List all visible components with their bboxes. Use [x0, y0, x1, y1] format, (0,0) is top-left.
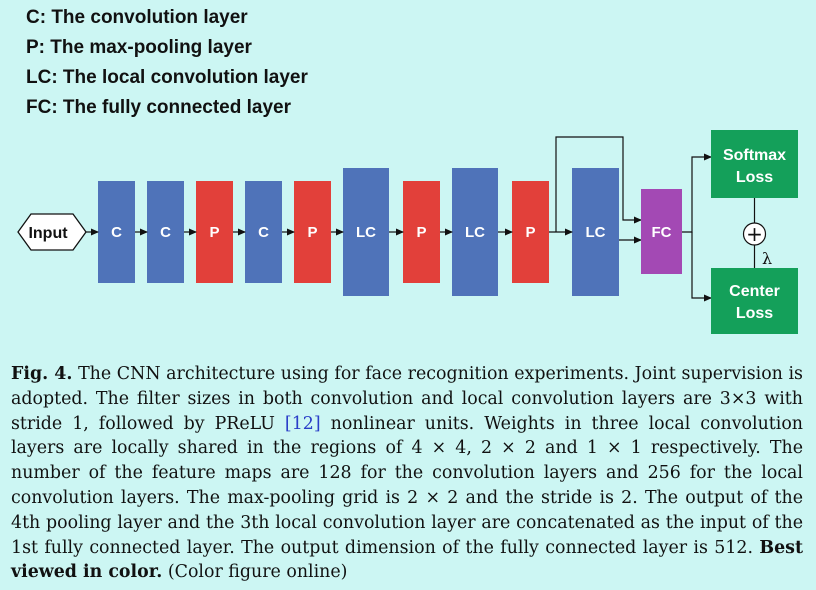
layer-block-1 [98, 181, 135, 283]
layer-block-2 [147, 181, 184, 283]
fc-to-softmax-arrow [682, 153, 712, 233]
layer-block-label-5: P [307, 224, 317, 241]
layer-block-8 [452, 168, 498, 296]
layer-block-label-2: C [160, 224, 171, 241]
caption-text-2: nonlinear units. Weights in three local … [11, 413, 803, 558]
layer-block-label-4: C [258, 224, 269, 241]
caption-tail: (Color figure online) [162, 562, 348, 583]
layer-block-10 [572, 168, 619, 296]
softmax-loss-label-line1: Softmax [723, 147, 786, 164]
layer-block-label-10: LC [586, 224, 606, 241]
layer-block-7 [403, 181, 440, 283]
input-label: Input [28, 225, 68, 242]
sum-node [742, 222, 767, 246]
layer-block-label-7: P [416, 224, 426, 241]
layer-block-label-3: P [209, 224, 219, 241]
layer-block-6 [343, 168, 389, 296]
caption-label: Fig. 4. [11, 364, 73, 384]
legend-item-local-conv: LC: The local convolution layer [26, 67, 308, 88]
layer-block-label-8: LC [465, 224, 485, 241]
layer-blocks: C C P C P LC P LC P LC [98, 168, 619, 296]
lambda-label: λ [762, 249, 772, 268]
fc-to-center-arrow [691, 232, 712, 302]
legend-item-pool: P: The max-pooling layer [26, 37, 252, 58]
fc-label: FC [652, 224, 672, 241]
caption-reference-link[interactable]: [12] [284, 413, 321, 434]
skip-connection-arrow [555, 136, 642, 232]
legend: C: The convolution layer P: The max-pool… [26, 6, 308, 126]
layer-block-label-9: P [525, 224, 535, 241]
layer-block-label-6: LC [356, 224, 376, 241]
softmax-loss-label-line2: Loss [736, 169, 773, 186]
center-loss-label-line1: Center [729, 283, 780, 300]
figure-caption: Fig. 4. The CNN architecture using for f… [11, 362, 803, 585]
layer-block-9 [512, 181, 549, 283]
plus-icon: + [746, 222, 763, 246]
layer-block-5 [294, 181, 331, 283]
fc-block [641, 189, 682, 274]
layer-block-3 [196, 181, 233, 283]
cnn-architecture-diagram: Input C C P C P LC P LC P LC FC Softmax Loss Cent… [17, 130, 798, 334]
softmax-loss-block [711, 130, 798, 198]
layer-block-4 [245, 181, 282, 283]
legend-item-fc: FC: The fully connected layer [26, 97, 291, 118]
caption-best-viewed: Best viewed in color. [11, 537, 803, 583]
center-loss-label-line2: Loss [736, 305, 773, 322]
legend-item-conv: C: The convolution layer [26, 7, 248, 28]
layer-block-label-1: C [111, 224, 122, 241]
center-loss-block [711, 268, 798, 334]
caption-text-1: The CNN architecture using for face reco… [11, 364, 803, 434]
